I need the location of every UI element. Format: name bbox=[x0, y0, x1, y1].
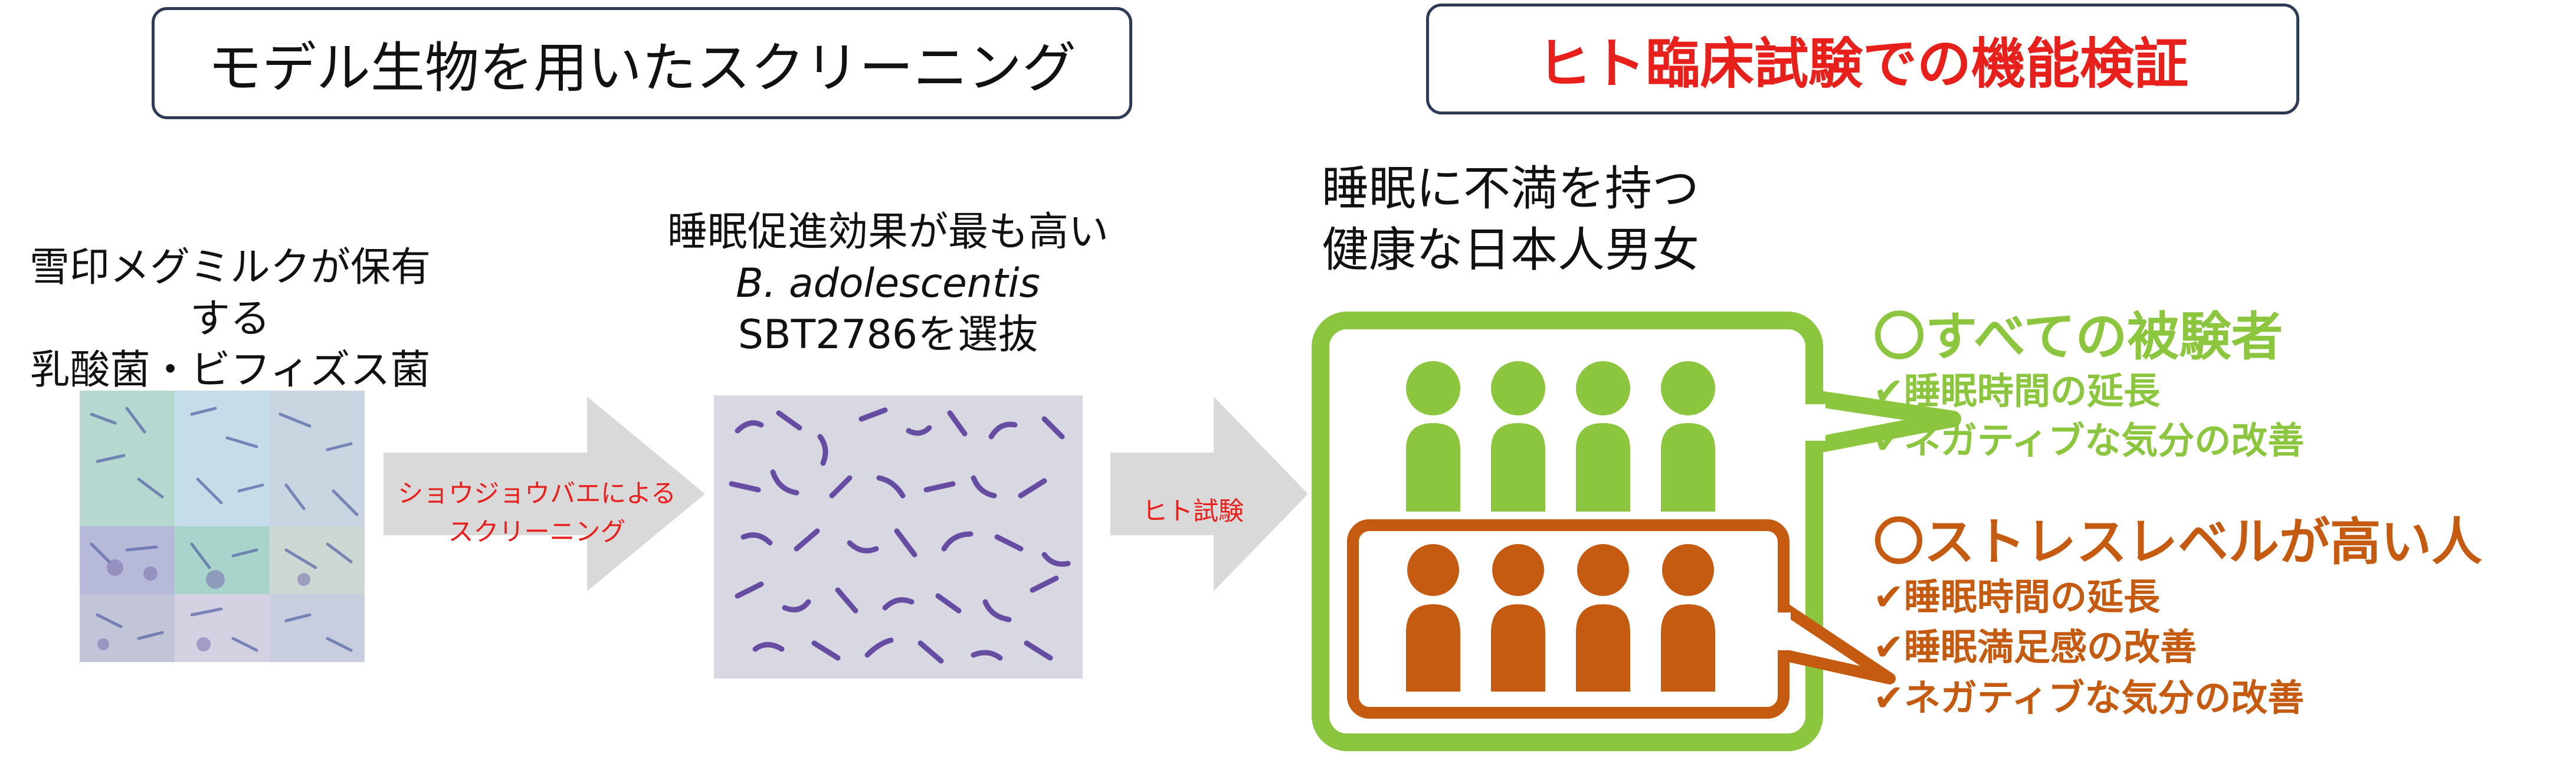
human-trial-arrow-label: ヒト試験 bbox=[1142, 497, 1244, 526]
human-trial-arrow bbox=[1110, 397, 1308, 591]
orange-person-icon bbox=[1661, 544, 1715, 692]
stress-subjects-result-3: ✔ネガティブな気分の改善 bbox=[1873, 676, 2305, 719]
all-subjects-group-frame bbox=[1312, 312, 1961, 751]
bacteria-collection-line1: 雪印メグミルクが保有する bbox=[29, 244, 431, 343]
bacteria-collage-drawing bbox=[80, 391, 365, 662]
green-person-icon bbox=[1576, 361, 1630, 512]
bacteria-collection-line2: 乳酸菌・ビフィズス菌 bbox=[30, 347, 431, 394]
orange-person-icon bbox=[1491, 544, 1545, 692]
stress-subjects-results: 〇ストレスレベルが高い人 ✔睡眠時間の延長 ✔睡眠満足感の改善 ✔ネガティブな気… bbox=[1873, 513, 2570, 723]
bacteria-collage-image bbox=[80, 391, 365, 662]
selected-strain-line1: 睡眠促進効果が最も高い bbox=[667, 209, 1109, 256]
fly-screening-line2: スクリーニング bbox=[448, 517, 626, 547]
stress-subjects-group-frame bbox=[1347, 519, 1896, 719]
fly-screening-arrow-label: ショウジョウバエによる スクリーニング bbox=[378, 475, 696, 551]
clinical-trial-header: ヒト臨床試験での機能検証 bbox=[1426, 4, 2299, 114]
subjects-caption: 睡眠に不満を持つ 健康な日本人男女 bbox=[1322, 158, 1823, 281]
all-subjects-result-1: ✔睡眠時間の延長 bbox=[1873, 369, 2160, 413]
selected-strain-name: B. adolescentis bbox=[736, 260, 1040, 307]
stress-subjects-result-2: ✔睡眠満足感の改善 bbox=[1873, 625, 2197, 669]
screening-header: モデル生物を用いたスクリーニング bbox=[152, 7, 1132, 119]
all-subjects-results: 〇すべての被験者 ✔睡眠時間の延長 ✔ネガティブな気分の改善 bbox=[1873, 307, 2552, 466]
green-person-icon bbox=[1491, 361, 1545, 512]
clinical-trial-header-label: ヒト臨床試験での機能検証 bbox=[1536, 32, 2188, 96]
all-subjects-title: 〇すべての被験者 bbox=[1873, 306, 2283, 367]
subjects-line1: 睡眠に不満を持つ bbox=[1322, 161, 1699, 216]
selected-strain-line3: SBT2786を選抜 bbox=[738, 312, 1038, 359]
bacteria-collection-caption: 雪印メグミルクが保有する 乳酸菌・ビフィズス菌 bbox=[12, 242, 448, 396]
screening-header-label: モデル生物を用いたスクリーニング bbox=[207, 36, 1076, 100]
orange-person-icon bbox=[1406, 544, 1460, 692]
green-person-icon bbox=[1661, 361, 1715, 512]
adolescentis-micrograph-drawing bbox=[729, 407, 1071, 664]
stress-subjects-result-1: ✔睡眠時間の延長 bbox=[1873, 575, 2160, 618]
selected-strain-caption: 睡眠促進効果が最も高い B. adolescentis SBT2786を選抜 bbox=[640, 207, 1136, 361]
stress-subjects-title: 〇ストレスレベルが高い人 bbox=[1873, 513, 2482, 572]
orange-person-icon bbox=[1576, 544, 1630, 692]
all-subjects-result-2: ✔ネガティブな気分の改善 bbox=[1873, 418, 2305, 462]
fly-screening-line1: ショウジョウバエによる bbox=[398, 479, 676, 509]
adolescentis-micrograph-image bbox=[714, 395, 1083, 679]
fly-screening-arrow bbox=[384, 397, 705, 591]
green-person-icon bbox=[1406, 361, 1460, 512]
subjects-line2: 健康な日本人男女 bbox=[1322, 222, 1699, 277]
